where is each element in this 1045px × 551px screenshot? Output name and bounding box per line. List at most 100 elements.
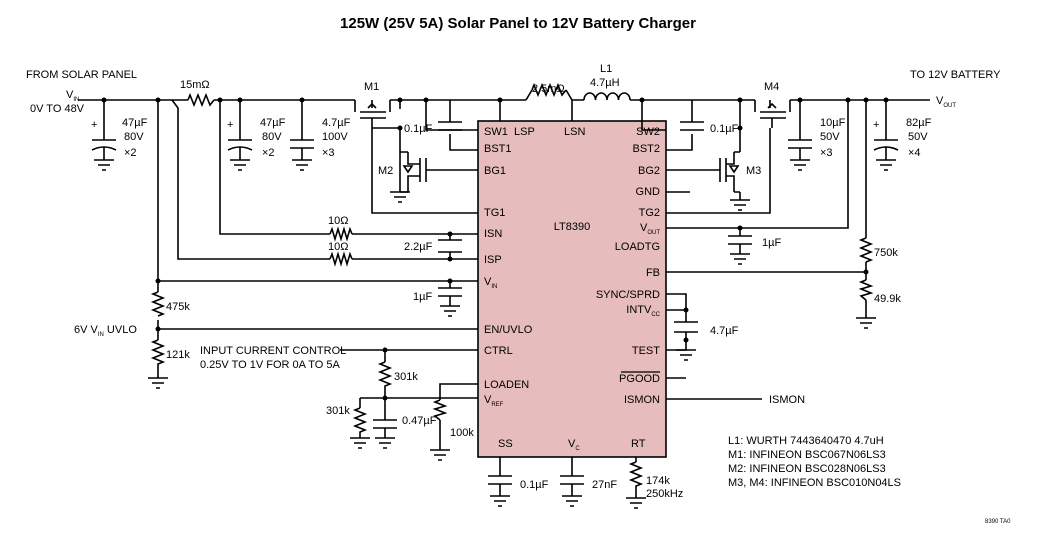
pin-bg1: BG1 (484, 165, 506, 177)
m3-label: M3 (746, 165, 761, 177)
l1-label-2: 4.7µH (590, 77, 620, 89)
resistor-2p5mohm (531, 82, 567, 98)
c-isn-isp-label: 2.2µF (404, 241, 433, 253)
mosfet-m2 (400, 151, 427, 193)
capacitors: + + + (91, 100, 899, 496)
bom-line: M3, M4: INFINEON BSC010N04LS (728, 477, 901, 489)
pin-bst1: BST1 (484, 143, 512, 155)
r-uvlo-top-label: 475k (166, 301, 190, 313)
pin-isp: ISP (484, 254, 502, 266)
pin-loaden: LOADEN (484, 379, 529, 391)
resistor-301k-top (377, 361, 393, 392)
label-ctrl-line2: 0.25V TO 1V FOR 0A TO 5A (200, 359, 340, 371)
c-out2-label-3: ×4 (908, 147, 921, 159)
r-ctrl-bot-label: 301k (326, 405, 350, 417)
pin-en-uvlo: EN/UVLO (484, 324, 533, 336)
pin-fb: FB (646, 267, 660, 279)
r-vref-label: 100k (450, 427, 474, 439)
pin-bst2: BST2 (632, 143, 660, 155)
component-labels: 47µF 80V ×2 15mΩ 47µF 80V ×2 4.7µF 100V … (122, 63, 932, 500)
c-in1-label-2: 80V (124, 131, 144, 143)
c-vin-label: 1µF (413, 291, 432, 303)
pin-vin: VIN (484, 276, 497, 290)
c-in3-label-1: 4.7µF (322, 117, 351, 129)
c-out1-label-2: 50V (820, 131, 840, 143)
pin-loadtg: LOADTG (615, 241, 660, 253)
m4-label: M4 (764, 81, 779, 93)
r-rt-label-2: 250kHz (646, 488, 683, 500)
vref-loaden-wire (439, 383, 478, 450)
c-bst1-label: 0.1µF (404, 123, 433, 135)
pin-vc: VC (568, 438, 580, 452)
c-vout-label: 1µF (762, 237, 781, 249)
bst2-wire (666, 100, 693, 151)
pin-tg1: TG1 (484, 207, 505, 219)
c-in2-label-1: 47µF (260, 117, 286, 129)
pin-pgood: PGOOD (619, 373, 660, 385)
resistor-49p9k (858, 279, 874, 301)
r-fb-top-label: 750k (874, 247, 898, 259)
c-ss-label: 0.1µF (520, 479, 549, 491)
mosfet-m4 (754, 100, 791, 128)
tg1-wire (371, 100, 478, 214)
ground-symbols (94, 159, 896, 509)
c-ctrl-label: 0.47µF (402, 415, 437, 427)
label-ismon: ISMON (769, 394, 805, 406)
resistor-isp (329, 251, 353, 267)
m1-label: M1 (364, 81, 379, 93)
label-uvlo: 6V VIN UVLO (74, 324, 137, 338)
ic-name: LT8390 (554, 221, 591, 233)
inductor-l1 (583, 92, 631, 101)
pin-isn: ISN (484, 228, 502, 240)
mosfet-m1 (354, 100, 391, 128)
pin-ismon: ISMON (624, 394, 660, 406)
isn-wire (219, 100, 478, 235)
resistor-121k (150, 339, 166, 378)
c-in3-label-3: ×3 (322, 147, 335, 159)
diagram-title: 125W (25V 5A) Solar Panel to 12V Battery… (340, 15, 696, 32)
resistor-100k (432, 399, 448, 421)
m2-label: M2 (378, 165, 393, 177)
pin-vout: VOUT (640, 222, 660, 236)
c-in3-label-2: 100V (322, 131, 348, 143)
r-isp-label: 10Ω (328, 241, 348, 253)
bom-line: M1: INFINEON BSC067N06LS3 (728, 449, 886, 461)
svg-text:+: + (227, 119, 233, 131)
label-vin: VIN (66, 89, 79, 103)
r-isn-label: 10Ω (328, 215, 348, 227)
pin-intvcc: INTVCC (626, 304, 660, 318)
pin-rt: RT (631, 438, 646, 450)
lt8390-ic (477, 120, 667, 458)
bst1-wire (449, 100, 478, 151)
tg2-wire (666, 100, 771, 214)
c-in1-label-1: 47µF (122, 117, 148, 129)
pin-sw1: SW1 (484, 126, 508, 138)
resistor-15mohm (187, 92, 215, 108)
bill-of-materials: L1: WURTH 7443640470 4.7uH M1: INFINEON … (728, 435, 901, 489)
pin-lsp: LSP (514, 126, 535, 138)
c-bst2-label: 0.1µF (710, 123, 739, 135)
r-fb-bot-label: 49.9k (874, 293, 901, 305)
r-rt-label-1: 174k (646, 475, 670, 487)
ctrl-divider-wire (359, 350, 478, 408)
isp-wire (171, 99, 478, 260)
pin-sw2: SW2 (636, 126, 660, 138)
c-vc-label: 27nF (592, 479, 617, 491)
sw2-wire (641, 100, 666, 131)
c-in1-label-3: ×2 (124, 147, 137, 159)
label-vin-range: 0V TO 48V (30, 103, 85, 115)
vout-pin-wire (666, 100, 849, 229)
label-ctrl-line1: INPUT CURRENT CONTROL (200, 345, 346, 357)
pin-gnd: GND (636, 186, 661, 198)
resistor-301k-bot (352, 407, 368, 438)
c-in2-label-3: ×2 (262, 147, 275, 159)
sw1-node-wire (372, 127, 401, 152)
svg-text:+: + (91, 119, 97, 131)
mosfet-m3 (719, 151, 740, 193)
junction-dots (101, 97, 889, 401)
c-out1-label-1: 10µF (820, 117, 846, 129)
c-out2-label-1: 82µF (906, 117, 932, 129)
sw1-wire (425, 100, 478, 131)
pin-vref: VREF (484, 394, 504, 408)
